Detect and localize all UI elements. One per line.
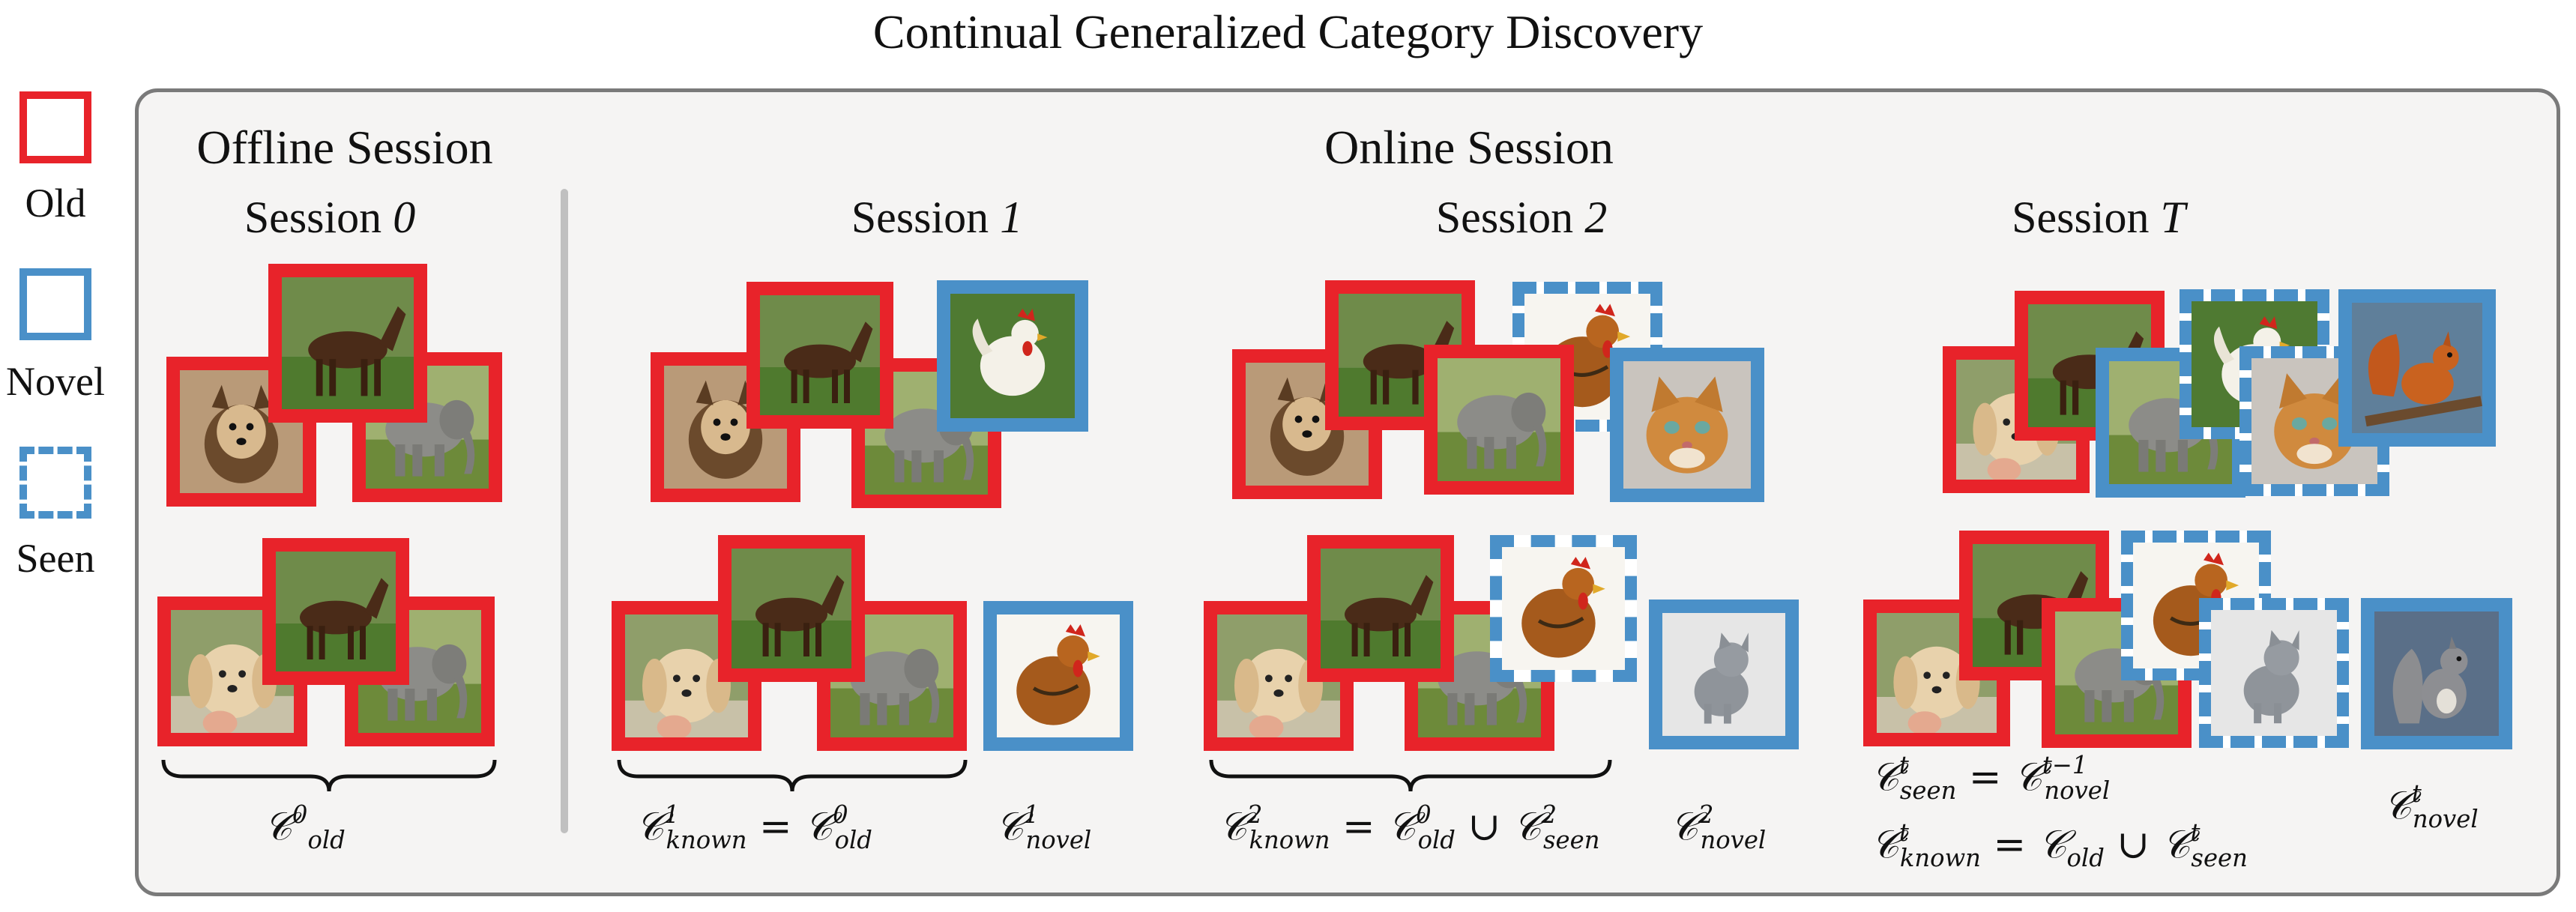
- legend-novel-label: Novel: [6, 359, 105, 404]
- offline-online-divider: [561, 189, 568, 833]
- s2-bottom-hen-seen: [1490, 535, 1637, 682]
- s2-bottom-gray-cat: [1649, 600, 1799, 749]
- s2-top-horse: [1325, 280, 1475, 430]
- legend-novel-swatch: [19, 268, 91, 340]
- formula-c-known-2: 𝒞2known = 𝒞0old ∪ 𝒞2seen: [1219, 800, 1600, 854]
- s2-brace: [1209, 759, 1612, 792]
- formula-c-known-1: 𝒞1known = 𝒞0old: [636, 800, 872, 854]
- s1-top-rooster: [937, 280, 1088, 432]
- s0-bottom-horse: [262, 538, 409, 685]
- s2-top-cat: [1610, 348, 1764, 502]
- formula-c-seen-t: 𝒞tseen = 𝒞t−1novel: [1871, 751, 2111, 805]
- formula-c-known-t: 𝒞tknown = 𝒞old ∪ 𝒞tseen: [1871, 818, 2248, 872]
- s1-top-horse: [746, 282, 893, 429]
- s0-brace: [161, 759, 497, 792]
- st-bottom-elephant: [2042, 598, 2192, 748]
- st-bottom-gray-squirrel: [2361, 598, 2512, 749]
- s0-top-horse: [268, 264, 427, 423]
- st-top-red-squirrel: [2338, 289, 2496, 447]
- s2-bottom-horse: [1307, 535, 1454, 682]
- formula-c-novel-t: 𝒞tnovel: [2383, 779, 2479, 833]
- legend-old-label: Old: [25, 181, 86, 226]
- session-t-title: Session T: [2012, 193, 2186, 242]
- figure-title: Continual Generalized Category Discovery: [872, 5, 1704, 58]
- s1-brace: [617, 759, 968, 792]
- s0-top-dog: [166, 357, 316, 507]
- session-1-title: Session 1: [851, 193, 1023, 242]
- s1-bottom-horse: [718, 535, 865, 682]
- online-session-header: Online Session: [1324, 121, 1614, 174]
- legend-seen-label: Seen: [16, 536, 95, 581]
- s2-top-elephant: [1424, 345, 1574, 495]
- st-bottom-gray-cat-seen: [2199, 598, 2349, 748]
- s1-bottom-hen: [983, 601, 1133, 751]
- legend-seen-swatch: [19, 447, 91, 519]
- offline-session-header: Offline Session: [196, 121, 493, 174]
- legend-old-swatch: [19, 91, 91, 163]
- session-2-title: Session 2: [1435, 193, 1608, 242]
- formula-c-old-0: 𝒞0old: [264, 800, 346, 854]
- formula-c-novel-1: 𝒞1novel: [995, 800, 1092, 854]
- session-0-title: Session 0: [244, 193, 416, 242]
- formula-c-novel-2: 𝒞2novel: [1670, 800, 1767, 854]
